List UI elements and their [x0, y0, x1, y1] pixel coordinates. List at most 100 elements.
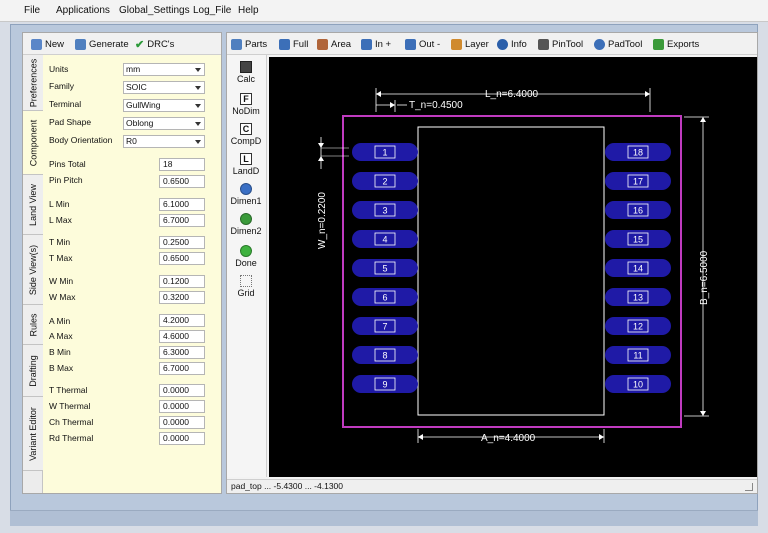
- t-max-input[interactable]: 0.6500: [159, 252, 205, 265]
- done-button[interactable]: Done: [227, 245, 265, 268]
- t-min-input[interactable]: 0.2500: [159, 236, 205, 249]
- t-thermal-input[interactable]: 0.0000: [159, 384, 205, 397]
- param-label: L Max: [49, 215, 72, 225]
- pad-shape-select[interactable]: Oblong: [123, 117, 205, 130]
- pad-number: 2: [382, 177, 387, 187]
- pad-number-box: [374, 203, 396, 217]
- pad-number: 10: [633, 380, 643, 390]
- check-icon: ✔: [135, 38, 145, 51]
- tab-component[interactable]: Component: [23, 111, 43, 175]
- pad-number-box: [627, 232, 649, 246]
- info-button[interactable]: Info: [497, 37, 527, 51]
- generate-button[interactable]: Generate: [75, 37, 129, 51]
- area-icon: [317, 38, 328, 50]
- full-button[interactable]: Full: [279, 37, 308, 51]
- menu-global-settings[interactable]: Global_Settings: [119, 5, 190, 16]
- pad-6[interactable]: [352, 288, 418, 306]
- pad-12[interactable]: [605, 317, 671, 335]
- pad-11[interactable]: [605, 346, 671, 364]
- pad-number: 16: [633, 206, 643, 216]
- pad-number: 17: [633, 177, 643, 187]
- pad-18[interactable]: [605, 143, 671, 161]
- pad-9[interactable]: [352, 375, 418, 393]
- pad-15[interactable]: [605, 230, 671, 248]
- pad-13[interactable]: [605, 288, 671, 306]
- tab-rules[interactable]: Rules: [23, 305, 43, 345]
- pad-10[interactable]: [605, 375, 671, 393]
- body-orientation-select[interactable]: R0: [123, 135, 205, 148]
- new-button[interactable]: New: [31, 37, 64, 51]
- padtool-button[interactable]: PadTool: [594, 37, 642, 51]
- menu-file[interactable]: File: [24, 5, 41, 16]
- w-max-input[interactable]: 0.3200: [159, 291, 205, 304]
- pad-17[interactable]: [605, 172, 671, 190]
- resize-grip-icon[interactable]: [745, 483, 753, 491]
- units-select[interactable]: mm: [123, 63, 205, 76]
- parts-button[interactable]: Parts: [231, 37, 267, 51]
- pad-7[interactable]: [352, 317, 418, 335]
- menu-applications[interactable]: Applications: [56, 5, 110, 16]
- param-label: A Min: [49, 316, 71, 326]
- a-max-input[interactable]: 4.6000: [159, 330, 205, 343]
- pad-1[interactable]: [352, 143, 418, 161]
- family-select[interactable]: SOIC: [123, 81, 205, 94]
- exports-button[interactable]: Exports: [653, 37, 699, 51]
- area-button[interactable]: Area: [317, 37, 351, 51]
- pins-total-input[interactable]: 18: [159, 158, 205, 171]
- tab-drafting[interactable]: Drafting: [23, 345, 43, 397]
- ch-thermal-input[interactable]: 0.0000: [159, 416, 205, 429]
- chevron-down-icon: [195, 86, 201, 90]
- l-max-input[interactable]: 6.7000: [159, 214, 205, 227]
- b-max-input[interactable]: 6.7000: [159, 362, 205, 375]
- pad-8[interactable]: [352, 346, 418, 364]
- rd-thermal-input[interactable]: 0.0000: [159, 432, 205, 445]
- drc-button[interactable]: ✔ DRC's: [135, 38, 175, 51]
- zoom-in-button[interactable]: In +: [361, 37, 391, 51]
- param-label: Pins Total: [49, 159, 86, 169]
- w-thermal-input[interactable]: 0.0000: [159, 400, 205, 413]
- tab-variant-editor[interactable]: Variant Editor: [23, 397, 43, 471]
- generate-icon: [75, 38, 86, 50]
- t-dimension-label: T_n=0.4500: [409, 100, 463, 111]
- w-min-input[interactable]: 0.1200: [159, 275, 205, 288]
- pad-number-box: [627, 319, 649, 333]
- calc-button[interactable]: Calc: [227, 61, 265, 84]
- a-min-input[interactable]: 4.2000: [159, 314, 205, 327]
- a-dimension-label: A_n=4.4000: [481, 433, 536, 444]
- status-bar: pad_top ... -5.4300 ... -4.1300: [227, 479, 757, 493]
- param-label: W Thermal: [49, 401, 91, 411]
- pad-16[interactable]: [605, 201, 671, 219]
- zoom-out-button[interactable]: Out -: [405, 37, 440, 51]
- new-icon: [31, 38, 42, 50]
- pin-pitch-input[interactable]: 0.6500: [159, 175, 205, 188]
- menu-help[interactable]: Help: [238, 5, 259, 16]
- tab-side-views[interactable]: Side View(s): [23, 235, 43, 305]
- terminal-select[interactable]: GullWing: [123, 99, 205, 112]
- dimen1-button[interactable]: Dimen1: [227, 183, 265, 206]
- tab-land-view[interactable]: Land View: [23, 175, 43, 235]
- pad-number-box: [627, 145, 649, 159]
- pad-5[interactable]: [352, 259, 418, 277]
- pad-14[interactable]: [605, 259, 671, 277]
- tab-preferences[interactable]: Preferences: [23, 55, 43, 111]
- compd-icon: C: [240, 123, 252, 135]
- pad-3[interactable]: [352, 201, 418, 219]
- grid-icon: [240, 275, 252, 287]
- status-text: pad_top ... -5.4300 ... -4.1300: [231, 481, 343, 491]
- dimen2-button[interactable]: Dimen2: [227, 213, 265, 236]
- l-min-input[interactable]: 6.1000: [159, 198, 205, 211]
- grid-button[interactable]: Grid: [227, 275, 265, 298]
- menu-log-file[interactable]: Log_File: [193, 5, 232, 16]
- b-min-input[interactable]: 6.3000: [159, 346, 205, 359]
- chevron-down-icon: [195, 68, 201, 72]
- pad-4[interactable]: [352, 230, 418, 248]
- pad-number-box: [627, 203, 649, 217]
- pad-2[interactable]: [352, 172, 418, 190]
- pintool-button[interactable]: PinTool: [538, 37, 583, 51]
- layer-button[interactable]: Layer: [451, 37, 489, 51]
- zoom-in-icon: [361, 38, 372, 50]
